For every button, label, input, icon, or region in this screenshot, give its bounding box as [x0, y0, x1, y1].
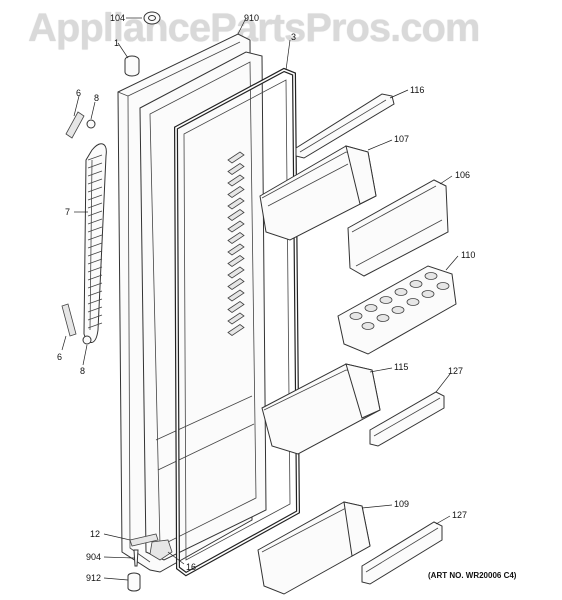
handle-grip-line [87, 210, 103, 217]
callout-3: 3 [291, 32, 296, 42]
handle-grip-line [87, 234, 103, 241]
callout-127-lower: 127 [452, 510, 467, 520]
art-number: (ART NO. WR20006 C4) [428, 571, 517, 580]
callout-127-upper: 127 [448, 366, 463, 376]
callout-109: 109 [394, 499, 409, 509]
door-liner [139, 51, 267, 561]
shelf-rib [227, 174, 245, 187]
leader-lines [61, 17, 459, 581]
egg-cell [379, 296, 393, 304]
callout-16: 16 [186, 562, 196, 572]
handle-grip-line [87, 306, 103, 313]
callout-104: 104 [110, 13, 125, 23]
lower-door-bin [257, 501, 371, 595]
shelf-rib [227, 151, 245, 164]
door-stop [149, 539, 173, 561]
handle-grip-line [87, 314, 103, 321]
hinge-screw [133, 549, 139, 567]
top-trim-rail [295, 93, 395, 159]
callout-115: 115 [394, 362, 408, 372]
handle-grip-line [87, 282, 103, 289]
handle-grip-line [87, 298, 103, 305]
watermark: AppliancePartsPros.com [28, 6, 480, 50]
callout-12: 12 [90, 529, 100, 539]
callout-6-upper: 6 [76, 88, 81, 98]
bottom-hinge-plate [129, 533, 159, 547]
handle-screw-lower [82, 335, 92, 345]
handle-mount-lower [61, 303, 77, 337]
callout-7: 7 [65, 207, 70, 217]
handle-grip-line [87, 322, 103, 329]
callout-1: 1 [114, 38, 119, 48]
handle-grip-line [87, 162, 103, 169]
bottom-bushing [127, 572, 141, 592]
shelf-rib [227, 266, 245, 279]
shelf-rib [227, 278, 245, 290]
handle-grip-line [87, 226, 103, 233]
shelf-rib [227, 301, 245, 313]
shelf-rib [227, 163, 245, 175]
callout-106: 106 [455, 170, 470, 180]
bin-front-upper [369, 391, 445, 447]
shelf-rib [227, 324, 245, 336]
hinge-washer [143, 11, 161, 25]
handle-grip-line [87, 274, 103, 281]
egg-cell [409, 280, 423, 288]
dairy-compartment-cover [347, 179, 449, 277]
handle-grip-line [87, 258, 103, 265]
egg-cell [349, 312, 363, 320]
egg-cell [424, 272, 438, 280]
shelf-rib [227, 289, 245, 302]
shelf-rib [227, 197, 245, 210]
bin-front-lower [361, 521, 443, 585]
upper-door-bin [259, 145, 377, 241]
liner-shelf-ribs [227, 151, 245, 336]
handle-grip-line [87, 202, 103, 209]
callout-labels: 104 910 1 3 6 8 7 6 8 116 107 106 110 11… [57, 13, 475, 583]
door-handle [83, 143, 107, 343]
handle-mount-upper [65, 111, 85, 139]
egg-cell [436, 282, 450, 290]
egg-cell [406, 298, 420, 306]
egg-cell [364, 304, 378, 312]
egg-cell [421, 290, 435, 298]
handle-grip-line [87, 266, 103, 273]
top-hinge-bushing [124, 55, 140, 77]
shelf-rib [227, 232, 245, 244]
egg-cell [376, 314, 390, 322]
callout-904: 904 [86, 552, 101, 562]
door-gasket [173, 67, 301, 577]
handle-grip-line [87, 154, 103, 161]
egg-cell [391, 306, 405, 314]
handle-grip-line [87, 290, 103, 297]
handle-screw-upper [86, 119, 96, 129]
callout-8-upper: 8 [94, 93, 99, 103]
middle-door-bin [261, 363, 381, 455]
callout-912: 912 [86, 573, 101, 583]
callout-110: 110 [461, 250, 475, 260]
handle-grip-line [87, 242, 103, 249]
callout-8-lower: 8 [80, 366, 85, 376]
handle-grip-line [87, 250, 103, 257]
egg-tray [337, 265, 457, 355]
egg-cell [361, 322, 375, 330]
callout-116: 116 [410, 85, 424, 95]
callout-107: 107 [394, 134, 409, 144]
shelf-rib [227, 255, 245, 267]
shelf-rib [227, 186, 245, 198]
handle-grip-line [87, 178, 103, 185]
shelf-rib [227, 312, 245, 325]
shelf-rib [227, 209, 245, 221]
shelf-rib [227, 220, 245, 233]
handle-grip-line [87, 186, 103, 193]
egg-cell [394, 288, 408, 296]
callout-6-lower: 6 [57, 352, 62, 362]
handle-grip-line [87, 194, 103, 201]
shelf-rib [227, 243, 245, 256]
handle-grip-line [87, 170, 103, 177]
handle-grip-line [87, 218, 103, 225]
callout-910: 910 [244, 13, 259, 23]
